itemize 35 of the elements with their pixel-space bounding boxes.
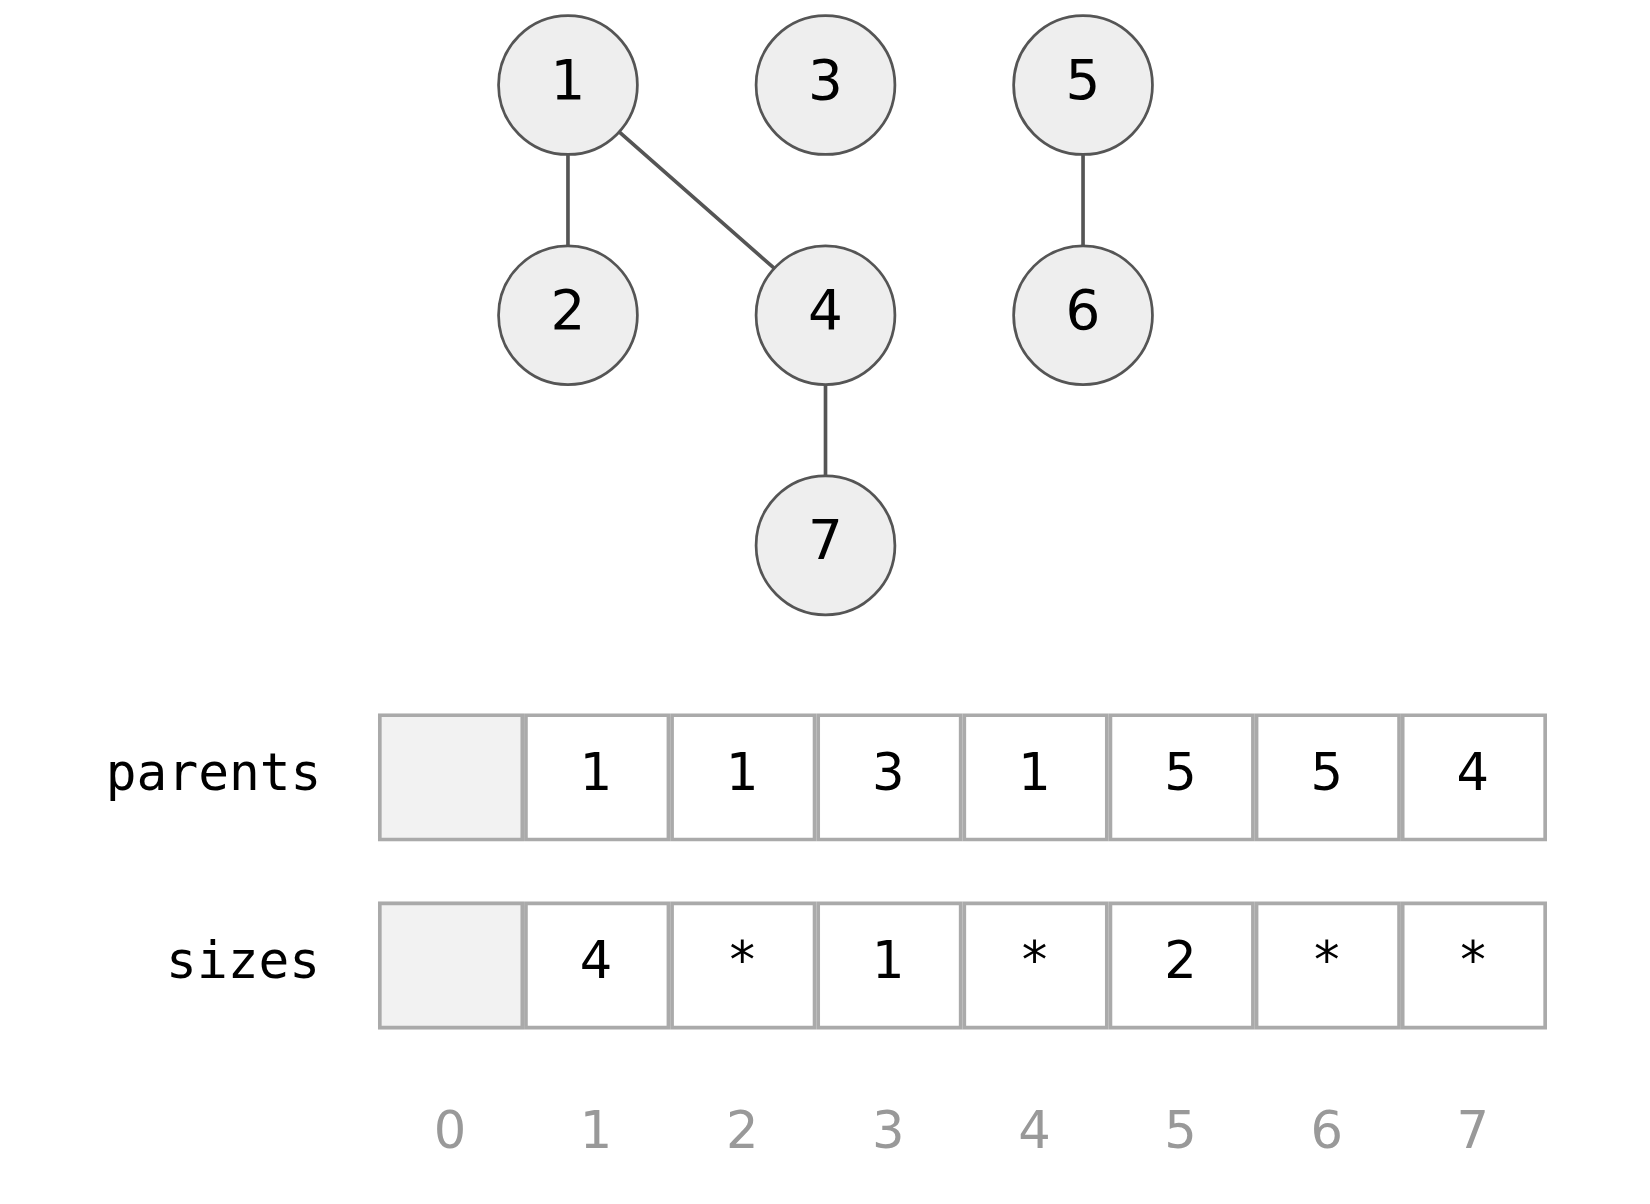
- label: *: [1021, 931, 1047, 991]
- label: *: [1459, 931, 1486, 991]
- connector: [617, 130, 775, 270]
- label: 6: [1309, 1100, 1343, 1160]
- label: 5: [1309, 742, 1343, 802]
- label: 5: [1163, 742, 1197, 802]
- label: *: [1313, 931, 1340, 991]
- label: 1: [871, 931, 905, 991]
- node-circle: 5: [1011, 14, 1154, 156]
- label: 1: [725, 742, 758, 802]
- label: 3: [871, 742, 905, 802]
- label: 1: [579, 742, 612, 802]
- node-circle: 4: [754, 244, 896, 386]
- node-circle: 1: [496, 14, 639, 156]
- connector: [565, 154, 570, 246]
- label: 7: [1456, 1100, 1489, 1160]
- node-circle: 2: [496, 244, 639, 386]
- node-circle: 6: [1011, 244, 1154, 386]
- node-circle: 3: [754, 14, 896, 156]
- label: sizes: [165, 931, 320, 991]
- label: *: [729, 931, 755, 991]
- label: parents: [105, 742, 321, 802]
- node-circle: 7: [754, 474, 896, 617]
- label: 5: [1163, 1100, 1197, 1160]
- label: 3: [871, 1100, 905, 1160]
- label: 4: [1017, 1100, 1051, 1160]
- connector: [823, 385, 827, 476]
- label: 2: [1163, 931, 1197, 991]
- label: 1: [579, 1100, 612, 1160]
- label: 1: [1017, 742, 1051, 802]
- label: 0: [433, 1100, 466, 1160]
- label: 2: [725, 1100, 758, 1160]
- connector: [1080, 154, 1085, 246]
- label: 4: [579, 931, 612, 991]
- label: 4: [1456, 742, 1489, 802]
